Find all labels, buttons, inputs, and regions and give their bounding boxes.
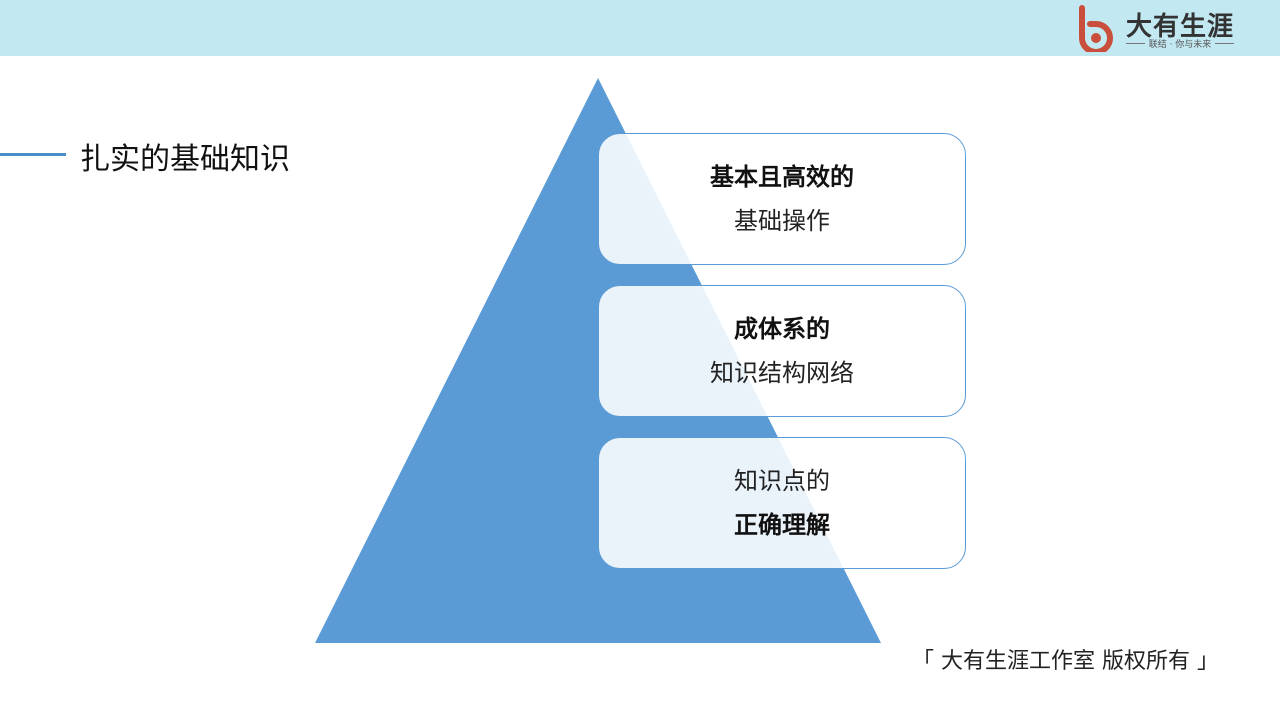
card-middle-line2: 知识结构网络 [710,359,854,387]
header-band [0,0,1280,56]
page-title: 扎实的基础知识 [80,142,290,177]
pyramid-card-middle: 成体系的 知识结构网络 [598,285,966,417]
card-top-line1: 基本且高效的 [710,162,854,191]
title-accent-line [0,153,66,156]
card-bottom-line1: 知识点的 [734,467,830,495]
pyramid-card-bottom: 知识点的 正确理解 [598,437,966,569]
card-middle-line1: 成体系的 [734,314,830,343]
card-bottom-line2: 正确理解 [734,510,830,539]
logo-tagline: 联结 · 你与未来 [1126,37,1234,50]
brand-logo: 大有生涯 联结 · 你与未来 [1074,2,1254,54]
pyramid-card-top: 基本且高效的 基础操作 [598,133,966,265]
logo-name: 大有生涯 [1126,12,1235,42]
copyright-notice: 「 大有生涯工作室 版权所有 」 [912,649,1219,674]
tagline-rule-left [1126,43,1145,44]
logo-tagline-text: 联结 · 你与未来 [1148,40,1212,50]
tagline-rule-right [1215,43,1234,44]
logo-mark-icon [1079,5,1113,52]
card-top-line2: 基础操作 [734,207,830,235]
